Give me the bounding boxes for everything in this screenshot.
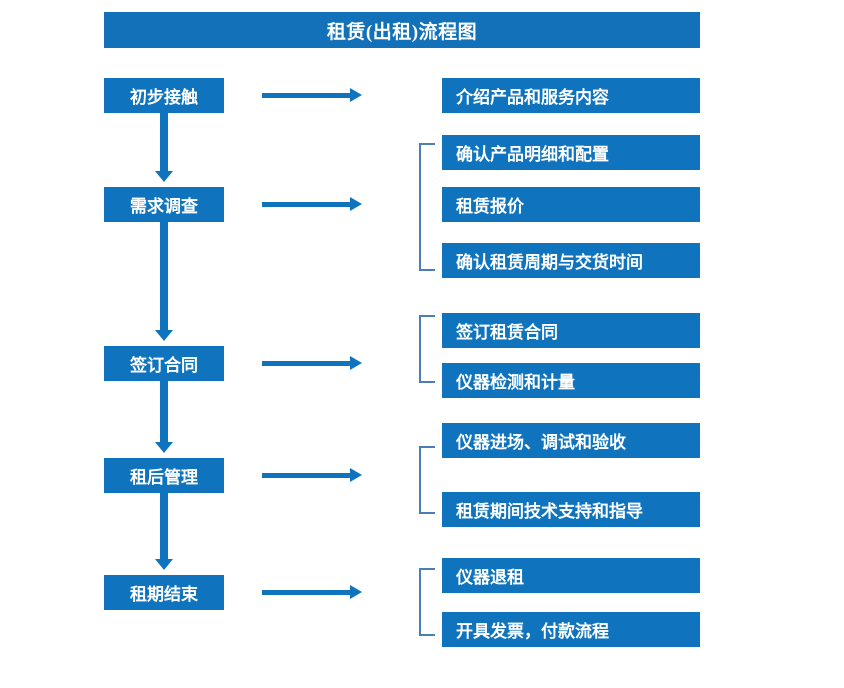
flow-arrow-5-head: [350, 585, 362, 599]
group-bracket-2: [419, 143, 435, 271]
flow-arrow-4-shaft: [262, 473, 350, 478]
stage-box-5[interactable]: 租期结束: [104, 575, 224, 610]
stage-box-2[interactable]: 需求调查: [104, 187, 224, 222]
group-bracket-5: [419, 568, 435, 636]
stage-box-3[interactable]: 签订合同: [104, 346, 224, 381]
stage-connector-4-arrowhead: [155, 559, 173, 570]
group-bracket-4: [419, 446, 435, 514]
stage-connector-3-arrowhead: [155, 442, 173, 453]
stage-connector-1-shaft: [160, 113, 168, 171]
detail-box-8[interactable]: 租赁期间技术支持和指导: [442, 492, 700, 527]
detail-box-4[interactable]: 确认租赁周期与交货时间: [442, 243, 700, 278]
stage-box-4[interactable]: 租后管理: [104, 458, 224, 493]
stage-connector-3-shaft: [160, 381, 168, 442]
flow-arrow-2-head: [350, 197, 362, 211]
detail-box-10[interactable]: 开具发票，付款流程: [442, 612, 700, 647]
stage-connector-4-shaft: [160, 493, 168, 559]
flow-arrow-5: [262, 585, 362, 599]
flow-arrow-2: [262, 197, 362, 211]
flow-arrow-3-shaft: [262, 361, 350, 366]
detail-box-1[interactable]: 介绍产品和服务内容: [442, 78, 700, 113]
stage-connector-2-shaft: [160, 222, 168, 330]
flow-arrow-3: [262, 356, 362, 370]
group-bracket-3: [419, 315, 435, 383]
flow-arrow-1-shaft: [262, 93, 350, 98]
flow-arrow-4: [262, 468, 362, 482]
detail-box-6[interactable]: 仪器检测和计量: [442, 363, 700, 398]
flow-arrow-1-head: [350, 88, 362, 102]
flow-arrow-4-head: [350, 468, 362, 482]
stage-connector-1-arrowhead: [155, 171, 173, 182]
stage-box-1[interactable]: 初步接触: [104, 78, 224, 113]
flow-arrow-1: [262, 88, 362, 102]
detail-box-3[interactable]: 租赁报价: [442, 187, 700, 222]
flow-arrow-3-head: [350, 356, 362, 370]
stage-connector-2-arrowhead: [155, 330, 173, 341]
page-title: 租赁(出租)流程图: [104, 12, 700, 48]
detail-box-2[interactable]: 确认产品明细和配置: [442, 135, 700, 170]
flow-arrow-5-shaft: [262, 590, 350, 595]
detail-box-9[interactable]: 仪器退租: [442, 558, 700, 593]
detail-box-5[interactable]: 签订租赁合同: [442, 313, 700, 348]
flow-arrow-2-shaft: [262, 202, 350, 207]
detail-box-7[interactable]: 仪器进场、调试和验收: [442, 423, 700, 458]
